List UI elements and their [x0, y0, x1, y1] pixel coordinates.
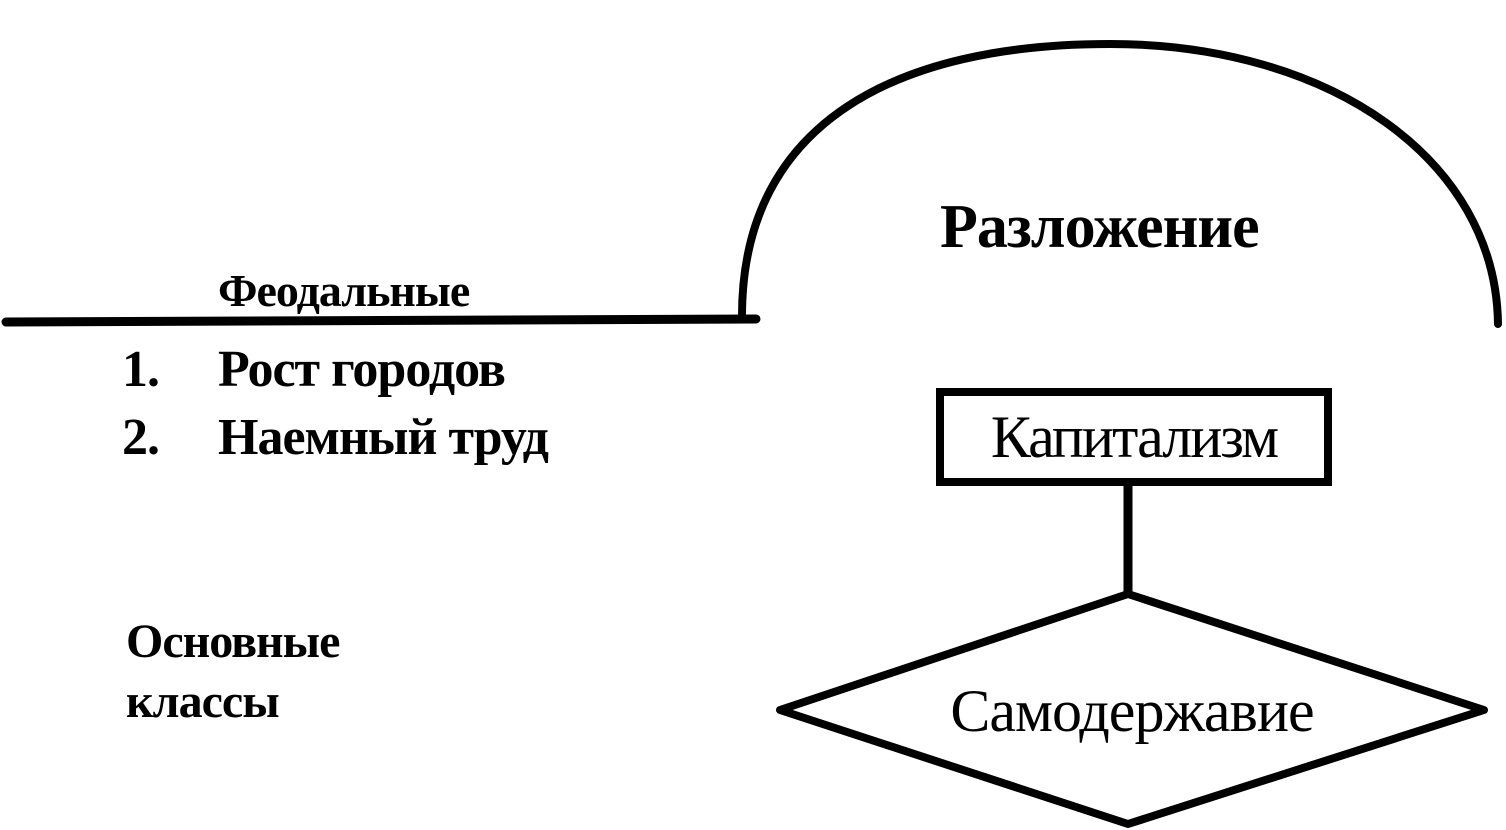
list-item-number: 2.	[122, 409, 160, 466]
list-item-number: 1.	[122, 341, 160, 398]
classes-label: Основные классы	[126, 615, 340, 728]
decay-label: Разложение	[940, 193, 1260, 261]
capitalism-box	[936, 388, 1332, 486]
list-item: 1. Рост городов	[122, 336, 548, 404]
capitalism-label: Капитализм	[990, 404, 1279, 470]
autocracy-diamond	[776, 590, 1488, 828]
list-item-text: Наемный труд	[218, 409, 549, 466]
list-item-text: Рост городов	[218, 341, 506, 398]
decay-arc	[738, 39, 1502, 328]
baseline-line	[1, 314, 761, 327]
autocracy-label: Самодержавие	[950, 678, 1314, 744]
feudal-factors-list: 1. Рост городов 2. Наемный труд	[122, 336, 549, 472]
list-item: 2. Наемный труд	[122, 404, 549, 472]
feudal-label: Феодальные	[218, 265, 470, 316]
